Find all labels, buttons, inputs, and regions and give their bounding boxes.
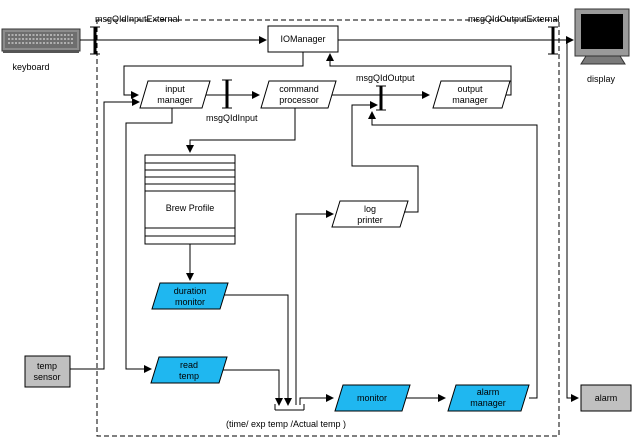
duration-monitor-label-1: duration [174,286,207,296]
queue-output-bar [376,85,386,111]
temp-sensor-label-2: sensor [33,372,60,382]
read-temp-shape [150,356,228,384]
log-printer-shape [331,200,409,228]
queue-output-label: msgQIdOutput [356,73,415,83]
read-temp-to-pool-arrow [223,369,283,406]
temp-sensor-box [24,355,71,388]
duration-monitor-shape [151,282,229,310]
system-boundary [96,19,560,437]
duration-to-pool-arrow [224,294,292,406]
queue-output-external-bar [548,26,558,55]
alarm-manager-label-1: alarm [477,387,500,397]
command-processor-shape [260,80,337,109]
data-pool-bar [274,404,305,411]
queue-to-alarm-arrow [566,40,579,402]
display-label: display [587,74,616,84]
monitor-shape [334,384,411,412]
duration-monitor-label-2: monitor [175,297,205,307]
keyboard-icon [1,28,81,53]
queue-input-bar [222,79,232,109]
input-manager-label-1: input [165,84,185,94]
log-printer-label-2: printer [357,215,383,225]
iomanager-to-input-manager-arrow [123,52,304,99]
alarm-manager-shape [447,384,530,412]
alarm-device-box [580,384,632,412]
output-manager-shape [432,80,511,109]
command-processor-label-2: processor [279,95,319,105]
alarm-device-label: alarm [595,393,618,403]
queue-input-label: msgQIdInput [206,113,258,123]
queue-output-external-label: msgQIdOutputExternal [468,14,560,24]
read-temp-label-2: temp [179,371,199,381]
log-printer-label-1: log [364,204,376,214]
alarm-manager-label-2: manager [470,398,506,408]
temp-sensor-label-1: temp [37,361,57,371]
data-pool-label: (time/ exp temp /Actual temp ) [226,419,346,429]
command-to-brew-profile-arrow [186,108,296,153]
monitor-label: monitor [357,393,387,403]
command-processor-label-1: command [279,84,319,94]
io-manager-label: IOManager [280,34,325,44]
pool-to-log-printer-arrow [295,210,334,405]
log-printer-to-output-queue-arrow [351,101,419,213]
display-icon [574,8,630,65]
alarm-manager-to-output-queue-arrow [368,111,538,399]
brew-profile-table [144,154,236,245]
read-temp-label-1: read [180,360,198,370]
output-manager-label-1: output [457,84,483,94]
keyboard-label: keyboard [12,62,49,72]
input-manager-to-read-temp-arrow [125,108,173,373]
brew-profile-label: Brew Profile [166,203,215,213]
queue-input-external-label: msgQIdInputExternal [95,14,180,24]
temp-sensor-to-input-manager-arrow [70,98,140,370]
input-manager-shape [139,80,211,109]
pool-to-monitor-arrow [299,394,334,405]
queue-input-external-bar [90,26,100,55]
output-manager-label-2: manager [452,95,488,105]
input-manager-label-2: manager [157,95,193,105]
